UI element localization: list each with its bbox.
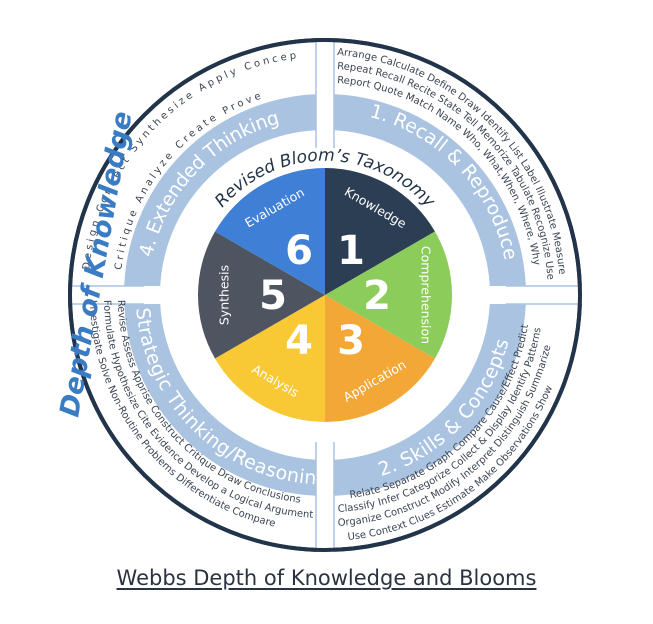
slice-evaluation xyxy=(215,168,325,295)
slice-application xyxy=(325,295,435,422)
slice-number-comprehension: 2 xyxy=(363,273,391,319)
caption: Webbs Depth of Knowledge and Blooms xyxy=(0,566,653,590)
slice-number-application: 3 xyxy=(337,318,365,364)
slice-analysis xyxy=(215,295,325,422)
slice-number-analysis: 4 xyxy=(285,318,313,364)
slice-knowledge xyxy=(325,168,435,295)
slice-label-synthesis: Synthesis xyxy=(217,265,232,325)
slice-number-evaluation: 6 xyxy=(285,228,313,274)
slice-comprehension xyxy=(325,231,452,359)
slice-number-synthesis: 5 xyxy=(259,273,287,319)
quadrant-dividers xyxy=(70,40,582,552)
slice-synthesis xyxy=(198,231,325,359)
slice-label-comprehension: Comprehension xyxy=(419,246,434,344)
slice-number-knowledge: 1 xyxy=(337,228,365,274)
caption-link[interactable]: Webbs Depth of Knowledge and Blooms xyxy=(116,566,537,590)
